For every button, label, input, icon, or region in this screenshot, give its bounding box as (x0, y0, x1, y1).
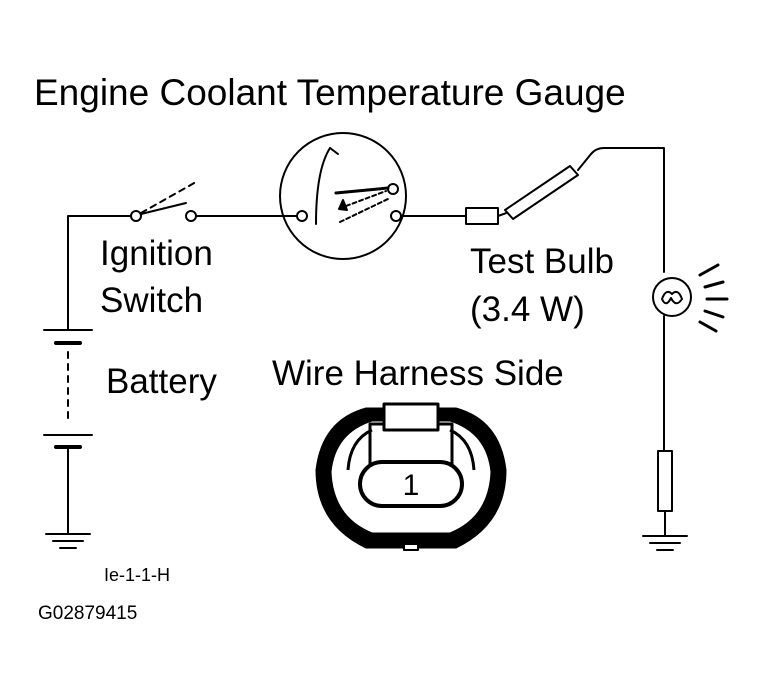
battery-to-switch-wire (67, 215, 132, 331)
reference-code: Ie-1-1-H (104, 565, 171, 585)
ignition-switch-icon (130, 181, 197, 222)
battery-label: Battery (106, 362, 217, 401)
lead-connector-icon (465, 207, 499, 225)
probe-to-bulb-wire (590, 147, 665, 273)
ignition-switch-label-line1: Ignition (100, 234, 213, 273)
test-bulb-icon (652, 277, 692, 317)
connector-pin-number: 1 (403, 469, 420, 502)
test-bulb-label-line2: (3.4 W) (470, 290, 585, 329)
wire-harness-label: Wire Harness Side (272, 354, 564, 393)
connector-icon (315, 402, 507, 551)
ignition-switch-label-line2: Switch (100, 281, 204, 320)
test-bulb-label-line1: Test Bulb (470, 242, 614, 281)
figure-id: G02879415 (38, 603, 138, 624)
test-probe-icon (504, 153, 592, 220)
ground-probe-icon (657, 450, 673, 512)
ground-left-icon (45, 533, 91, 549)
coolant-gauge-icon (279, 132, 407, 260)
ground-right-icon (642, 535, 688, 551)
light-rays-icon (698, 263, 729, 333)
diagram-title: Engine Coolant Temperature Gauge (34, 72, 626, 113)
